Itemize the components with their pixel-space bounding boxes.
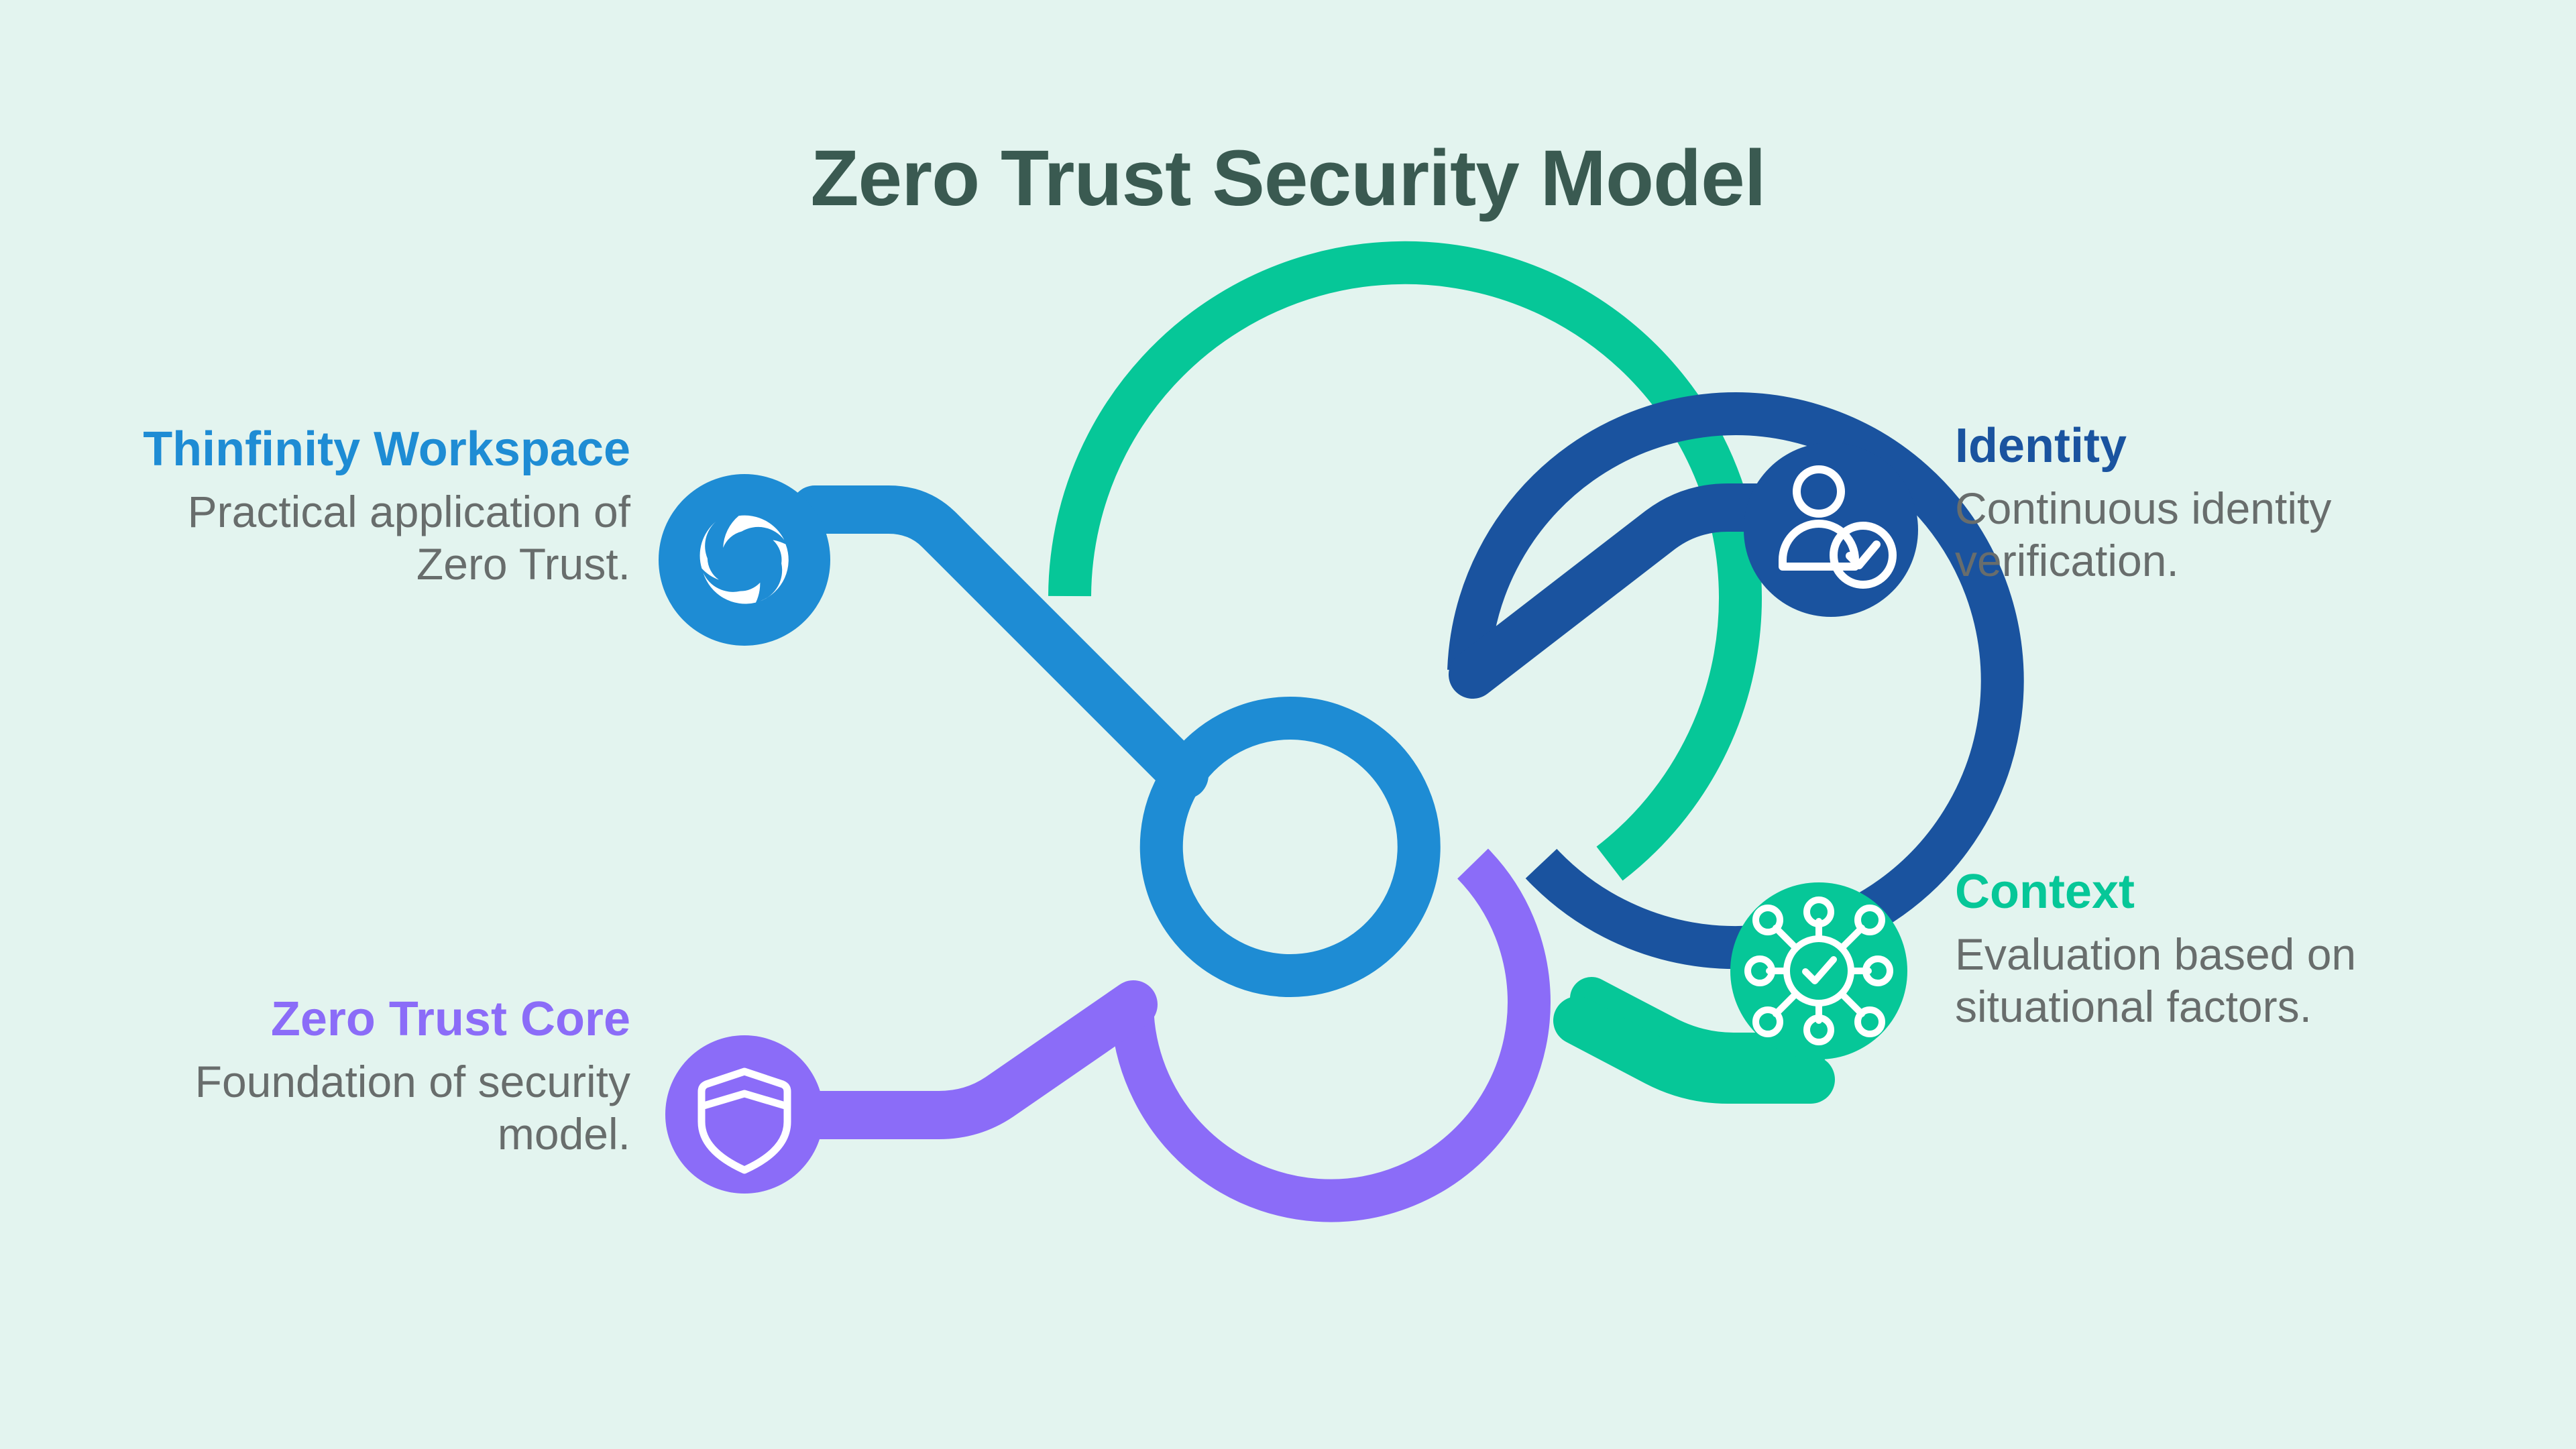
- node-label-workspace: Thinfinity Workspace Practical applicati…: [101, 422, 630, 590]
- user-check-icon: [1779, 465, 1897, 589]
- node-bubble-core[interactable]: [665, 1035, 824, 1194]
- node-label-core: Zero Trust Core Foundation of security m…: [148, 992, 630, 1160]
- node-bubble-identity[interactable]: [1744, 443, 1918, 617]
- thinfinity-logo-icon: [699, 515, 789, 604]
- node-heading-workspace: Thinfinity Workspace: [143, 422, 630, 476]
- connector-workspace: [791, 485, 1441, 997]
- connector-context: [1048, 241, 1835, 1104]
- node-description-core: Foundation of security model.: [194, 1056, 630, 1159]
- node-description-identity: Continuous identity verification.: [1955, 483, 2332, 585]
- node-heading-context: Context: [1955, 865, 2135, 919]
- node-heading-core: Zero Trust Core: [270, 992, 630, 1046]
- node-bubble-workspace[interactable]: [659, 474, 830, 646]
- node-description-workspace: Practical application of Zero Trust.: [187, 486, 630, 589]
- connector-core: [791, 848, 1551, 1222]
- node-bubble-context[interactable]: [1730, 882, 1907, 1059]
- shield-icon: [697, 1067, 791, 1174]
- node-label-identity: Identity Continuous identity verificatio…: [1955, 419, 2491, 587]
- network-check-icon: [1744, 896, 1893, 1045]
- node-heading-identity: Identity: [1955, 419, 2127, 473]
- node-description-context: Evaluation based on situational factors.: [1955, 929, 2357, 1031]
- page-title: Zero Trust Security Model: [810, 134, 1766, 223]
- node-label-context: Context Evaluation based on situational …: [1955, 865, 2491, 1033]
